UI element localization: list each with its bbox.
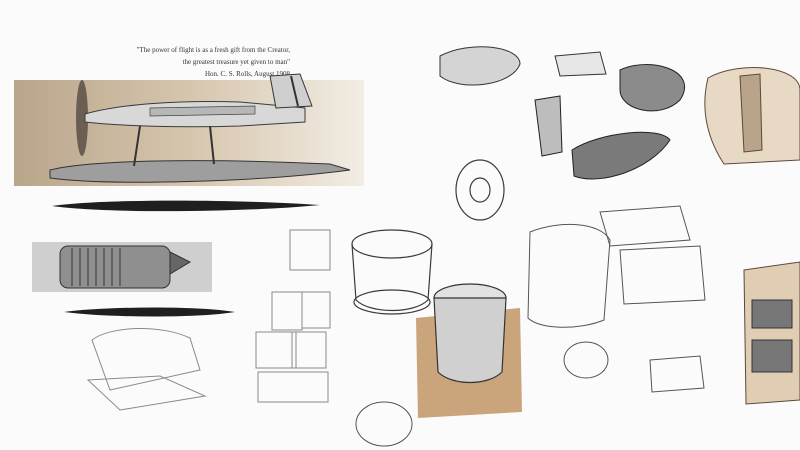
cup-holder-render [416,283,522,418]
quote-attribution: Hon. C. S. Rolls, August 1908 [205,70,290,78]
console-render [439,46,686,180]
pencil-sketch [86,229,331,411]
cup-holder-sketch [351,159,505,315]
quote-line-2: the greatest treasure yet given to man" [182,58,290,66]
quote-line-1: "The power of flight is as a fresh gift … [136,46,290,54]
seaplane-silhouette [52,200,320,212]
seaplane-render [49,73,351,183]
engine-render [32,242,235,317]
bag-sketches [355,205,706,447]
quote-block: "The power of flight is as a fresh gift … [40,44,290,80]
seat-render [704,67,800,405]
